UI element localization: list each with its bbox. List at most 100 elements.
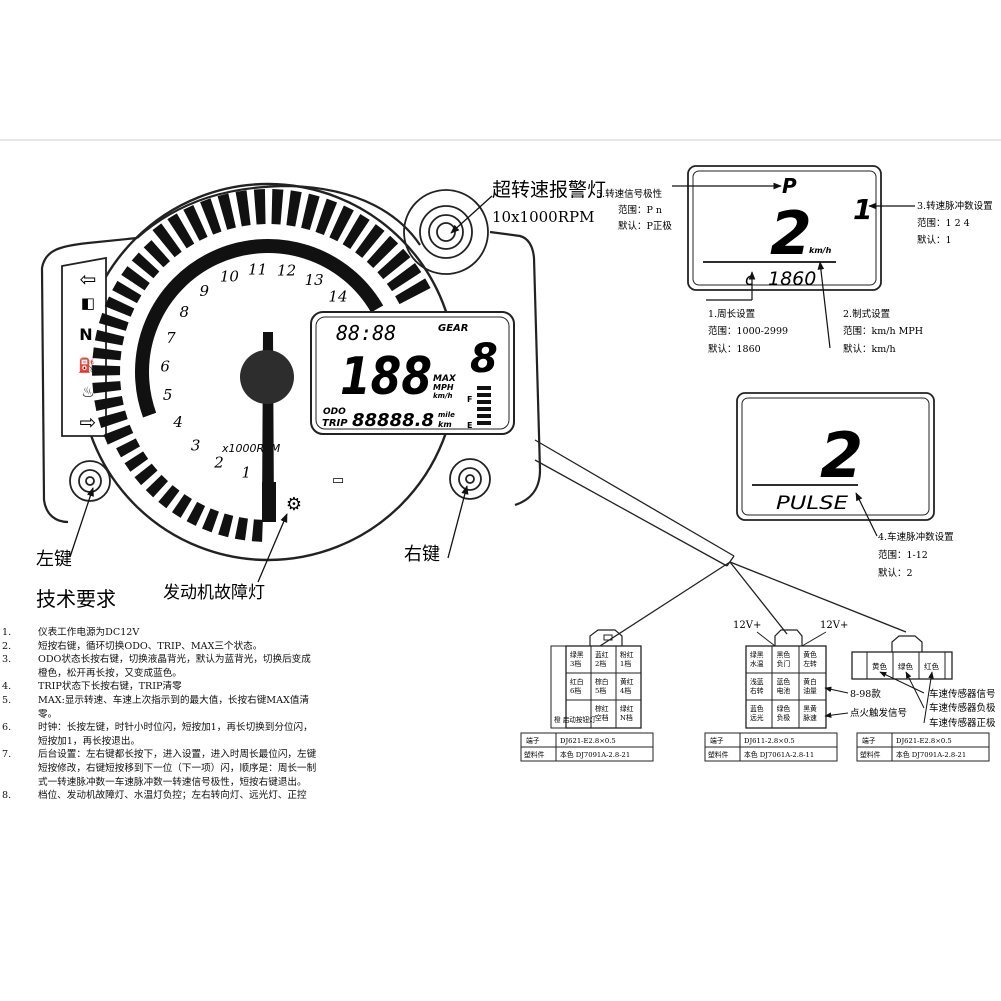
c1-cell-3-line-2: 1档 [620, 659, 631, 668]
rpm-segment [253, 189, 266, 225]
requirement-number: 1. [2, 627, 12, 638]
c2-cell-9-line-1: 黑黄 [803, 704, 817, 713]
rpm-number-12: 12 [277, 262, 296, 280]
c3-label-3: 车速传感器正极 [929, 717, 996, 729]
rpm-segment [234, 517, 248, 541]
left-key-button[interactable] [69, 460, 111, 502]
requirement-item: 8.档位、发动机故障灯、水温灯负控；左右转向灯、远光灯、正控 [0, 789, 320, 803]
note-pulses-title: 3.转速脉冲数设置 [917, 200, 993, 212]
c3-cell-3: 红色 [924, 661, 939, 671]
c3-label-2: 车速传感器负极 [929, 702, 996, 714]
rpm-number-4: 4 [172, 413, 183, 431]
shift-light-title: 超转速报警灯 [492, 179, 606, 201]
settings-screen-2: 2 PULSE [736, 392, 935, 521]
rpm-segment [342, 213, 370, 249]
rpm-segment [94, 395, 124, 411]
c2-v2: 12V+ [820, 620, 848, 631]
c2-v1: 12V+ [733, 620, 761, 631]
settings-arrows-1 [672, 182, 915, 349]
note-sp-title: 4.车速脉冲数设置 [878, 531, 954, 543]
c2-cell-7-line-1: 蓝色 [750, 704, 764, 713]
t1-head-2: 塑料件 [524, 750, 545, 759]
rpm-segment [202, 508, 219, 533]
t3-head-1: 端子 [862, 736, 876, 745]
rpm-number-8: 8 [179, 303, 189, 321]
rpm-number-6: 6 [160, 357, 170, 375]
c3-cell-1: 黄色 [872, 661, 887, 671]
requirement-item: 3.ODO状态长按右键，切换液晶背光，默认为蓝背光，切换后变成橙色，松开再长按，… [0, 653, 320, 680]
c2-cell-5-line-1: 蓝色 [777, 677, 791, 686]
t2-val-2: 本色 DJ7061A-2.8-11 [744, 750, 814, 759]
rpm-segment [315, 198, 338, 235]
fuel-empty-label: E [467, 421, 472, 430]
rpm-segment [104, 296, 135, 317]
screen1-kmh: km/h [809, 246, 832, 255]
c3-side-1: 8-98款 [850, 688, 881, 700]
t3-val-2: 本色 DJ7091A-2.8-21 [896, 750, 966, 759]
rpm-segment [152, 223, 182, 258]
c1-cell-4-line-1: 红白 [570, 677, 584, 686]
c2-cell-1-line-1: 绿黑 [750, 650, 764, 659]
rpm-number-10: 10 [220, 268, 240, 286]
note-sp-default: 默认：2 [878, 567, 913, 579]
c2-cell-7-line-2: 远光 [750, 713, 764, 722]
c1-cell-9-line-2: N档 [620, 713, 633, 722]
c1-cell-6-line-1: 黄红 [620, 677, 634, 686]
engine-fault-label: 发动机故障灯 [163, 583, 265, 603]
c2-cell-3-line-1: 黄色 [803, 650, 817, 659]
rpm-segment [301, 193, 320, 231]
c3-cell-2: 绿色 [898, 661, 913, 671]
rpm-segment [171, 494, 192, 518]
note-polarity-default: 默认：P正极 [618, 220, 672, 232]
battery-icon: ▭ [332, 473, 344, 488]
fuel-icon: ⛽ [78, 357, 95, 374]
lcd-display: 88:88 GEAR 8 188 MAX MPH km/h ODO TRIP 8… [310, 311, 515, 435]
note-polarity-range: 范围：P n [618, 204, 662, 216]
rpm-segment [134, 463, 158, 486]
rpm-segment [98, 410, 128, 429]
requirement-item: 4.TRIP状态下长按右键，TRIP清零 [0, 680, 320, 694]
note-circ-default: 默认：1860 [708, 343, 761, 355]
rpm-segment [395, 278, 431, 305]
c1-cell-8-line-2: 空档 [595, 713, 609, 722]
rpm-segment [98, 312, 129, 331]
c2-cell-8-line-1: 绿色 [777, 704, 791, 713]
rpm-segment [386, 262, 422, 292]
rpm-segment [94, 329, 125, 346]
lcd-odo-value: 88888.8 [352, 410, 434, 431]
c1-cell-5-line-2: 5档 [595, 686, 606, 695]
c2-cell-2-line-1: 黑色 [777, 650, 791, 659]
lcd-clock: 88:88 [336, 321, 396, 345]
terminal-tables [520, 732, 990, 762]
right-key-button[interactable] [449, 458, 491, 500]
rpm-number-7: 7 [166, 329, 176, 347]
requirement-item: 7.后台设置：左右键都长按下，进入设置，进入时周长最位闪，左键短按修改，右键短按… [0, 748, 320, 789]
note-units-range: 范围：km/h MPH [843, 325, 923, 337]
t2-head-1: 端子 [710, 736, 724, 745]
rpm-segment [366, 235, 399, 268]
screen1-value: 1860 [768, 268, 816, 290]
requirement-text: 时钟：长按左键，时针小时位闪，短按加1，再长切换到分位闪，短按加1，再长按退出。 [38, 722, 313, 747]
c2-cell-2-line-2: 负门 [777, 659, 791, 668]
c2-cell-1-line-2: 水温 [750, 659, 764, 668]
requirement-number: 7. [2, 749, 12, 761]
rpm-segment [251, 519, 263, 542]
rpm-segment [235, 190, 251, 227]
lcd-dist-mile: mile [438, 411, 455, 419]
note-circ-title: 1.周长设置 [708, 308, 755, 320]
note-sp-range: 范围：1-12 [878, 549, 928, 561]
c2-cell-4-line-2: 右转 [750, 686, 764, 695]
c2-cell-6-line-1: 黄白 [803, 677, 817, 686]
requirement-number: 2. [2, 640, 12, 652]
rpm-segment [92, 347, 122, 361]
rpm-segment [158, 485, 180, 509]
shift-light-value: 10x1000RPM [492, 208, 594, 226]
c2-cell-8-line-2: 负极 [777, 713, 791, 722]
note-pulses: 3.转速脉冲数设置 范围：1 2 4 默认：1 [917, 200, 993, 246]
requirement-number: 5. [2, 695, 12, 707]
fuel-bars [477, 386, 491, 425]
rpm-segment [143, 240, 171, 268]
rpm-segment [112, 280, 142, 304]
